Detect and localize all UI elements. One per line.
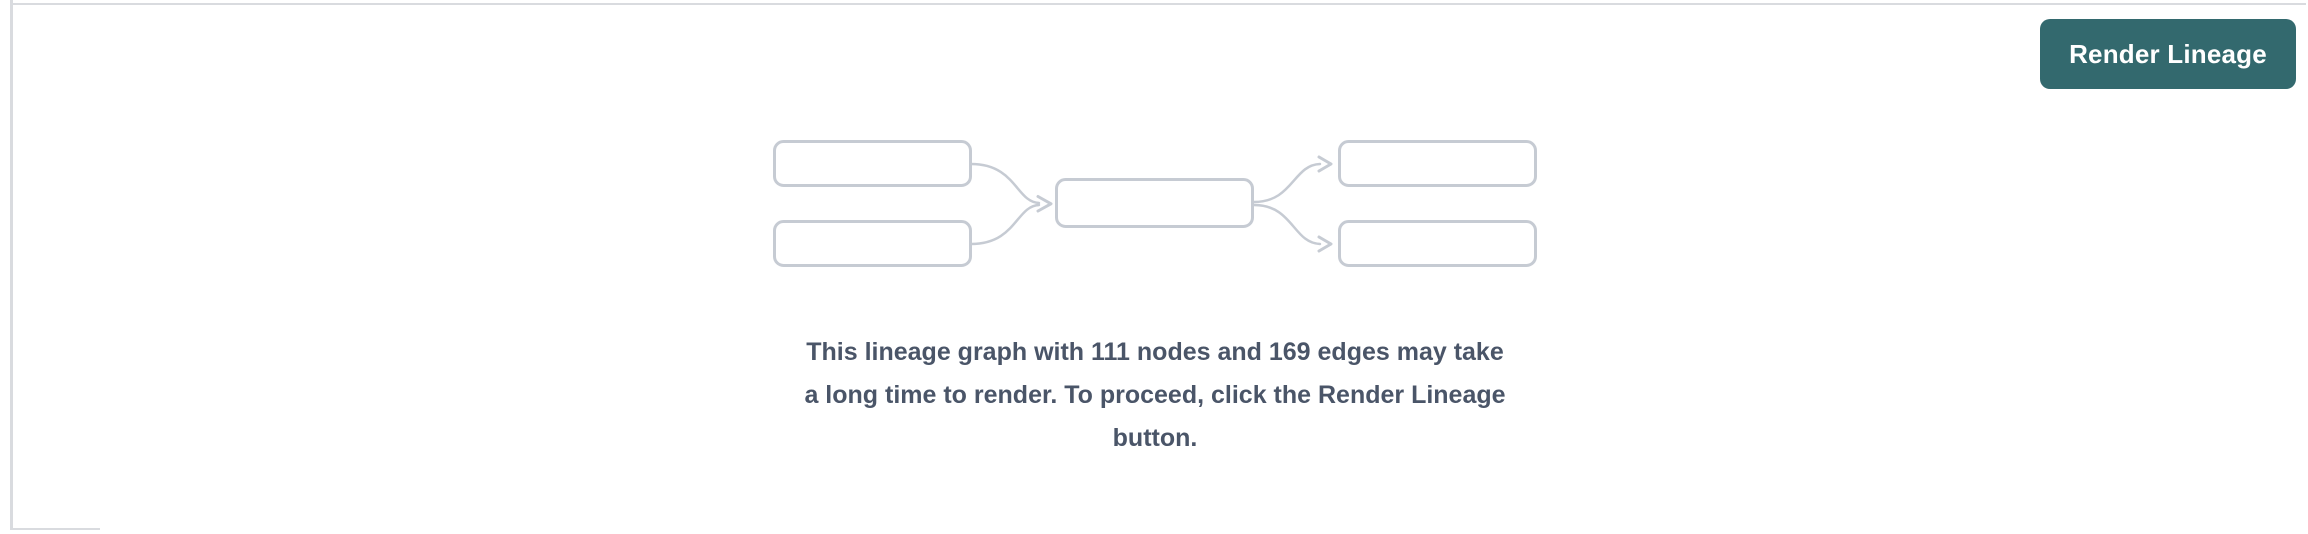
graph-edge-in-bottom bbox=[969, 203, 1041, 246]
warning-line-3: button. bbox=[1112, 424, 1198, 452]
lineage-warning-message: This lineage graph with 111 nodes and 16… bbox=[735, 331, 1575, 460]
panel-left-divider bbox=[10, 0, 13, 530]
graph-node-downstream-bottom bbox=[1338, 220, 1537, 267]
graph-edge-in-top bbox=[969, 162, 1041, 205]
arrowhead-bottom-icon bbox=[1317, 235, 1333, 253]
arrowhead-top-icon bbox=[1317, 155, 1333, 173]
warning-line-2: a long time to render. To proceed, click… bbox=[804, 381, 1506, 409]
arrowhead-center-icon bbox=[1036, 195, 1053, 213]
graph-edge-out-bottom bbox=[1252, 203, 1322, 246]
graph-node-upstream-bottom bbox=[773, 220, 972, 267]
graph-edge-out-top bbox=[1252, 162, 1322, 204]
graph-node-downstream-top bbox=[1338, 140, 1537, 187]
panel-bottom-left-divider bbox=[10, 528, 100, 530]
lineage-placeholder-icon bbox=[773, 140, 1537, 267]
graph-node-center bbox=[1055, 178, 1254, 228]
render-lineage-button[interactable]: Render Lineage bbox=[2040, 19, 2296, 89]
graph-node-upstream-top bbox=[773, 140, 972, 187]
warning-line-1: This lineage graph with 111 nodes and 16… bbox=[806, 338, 1504, 366]
panel-top-divider bbox=[10, 3, 2306, 5]
